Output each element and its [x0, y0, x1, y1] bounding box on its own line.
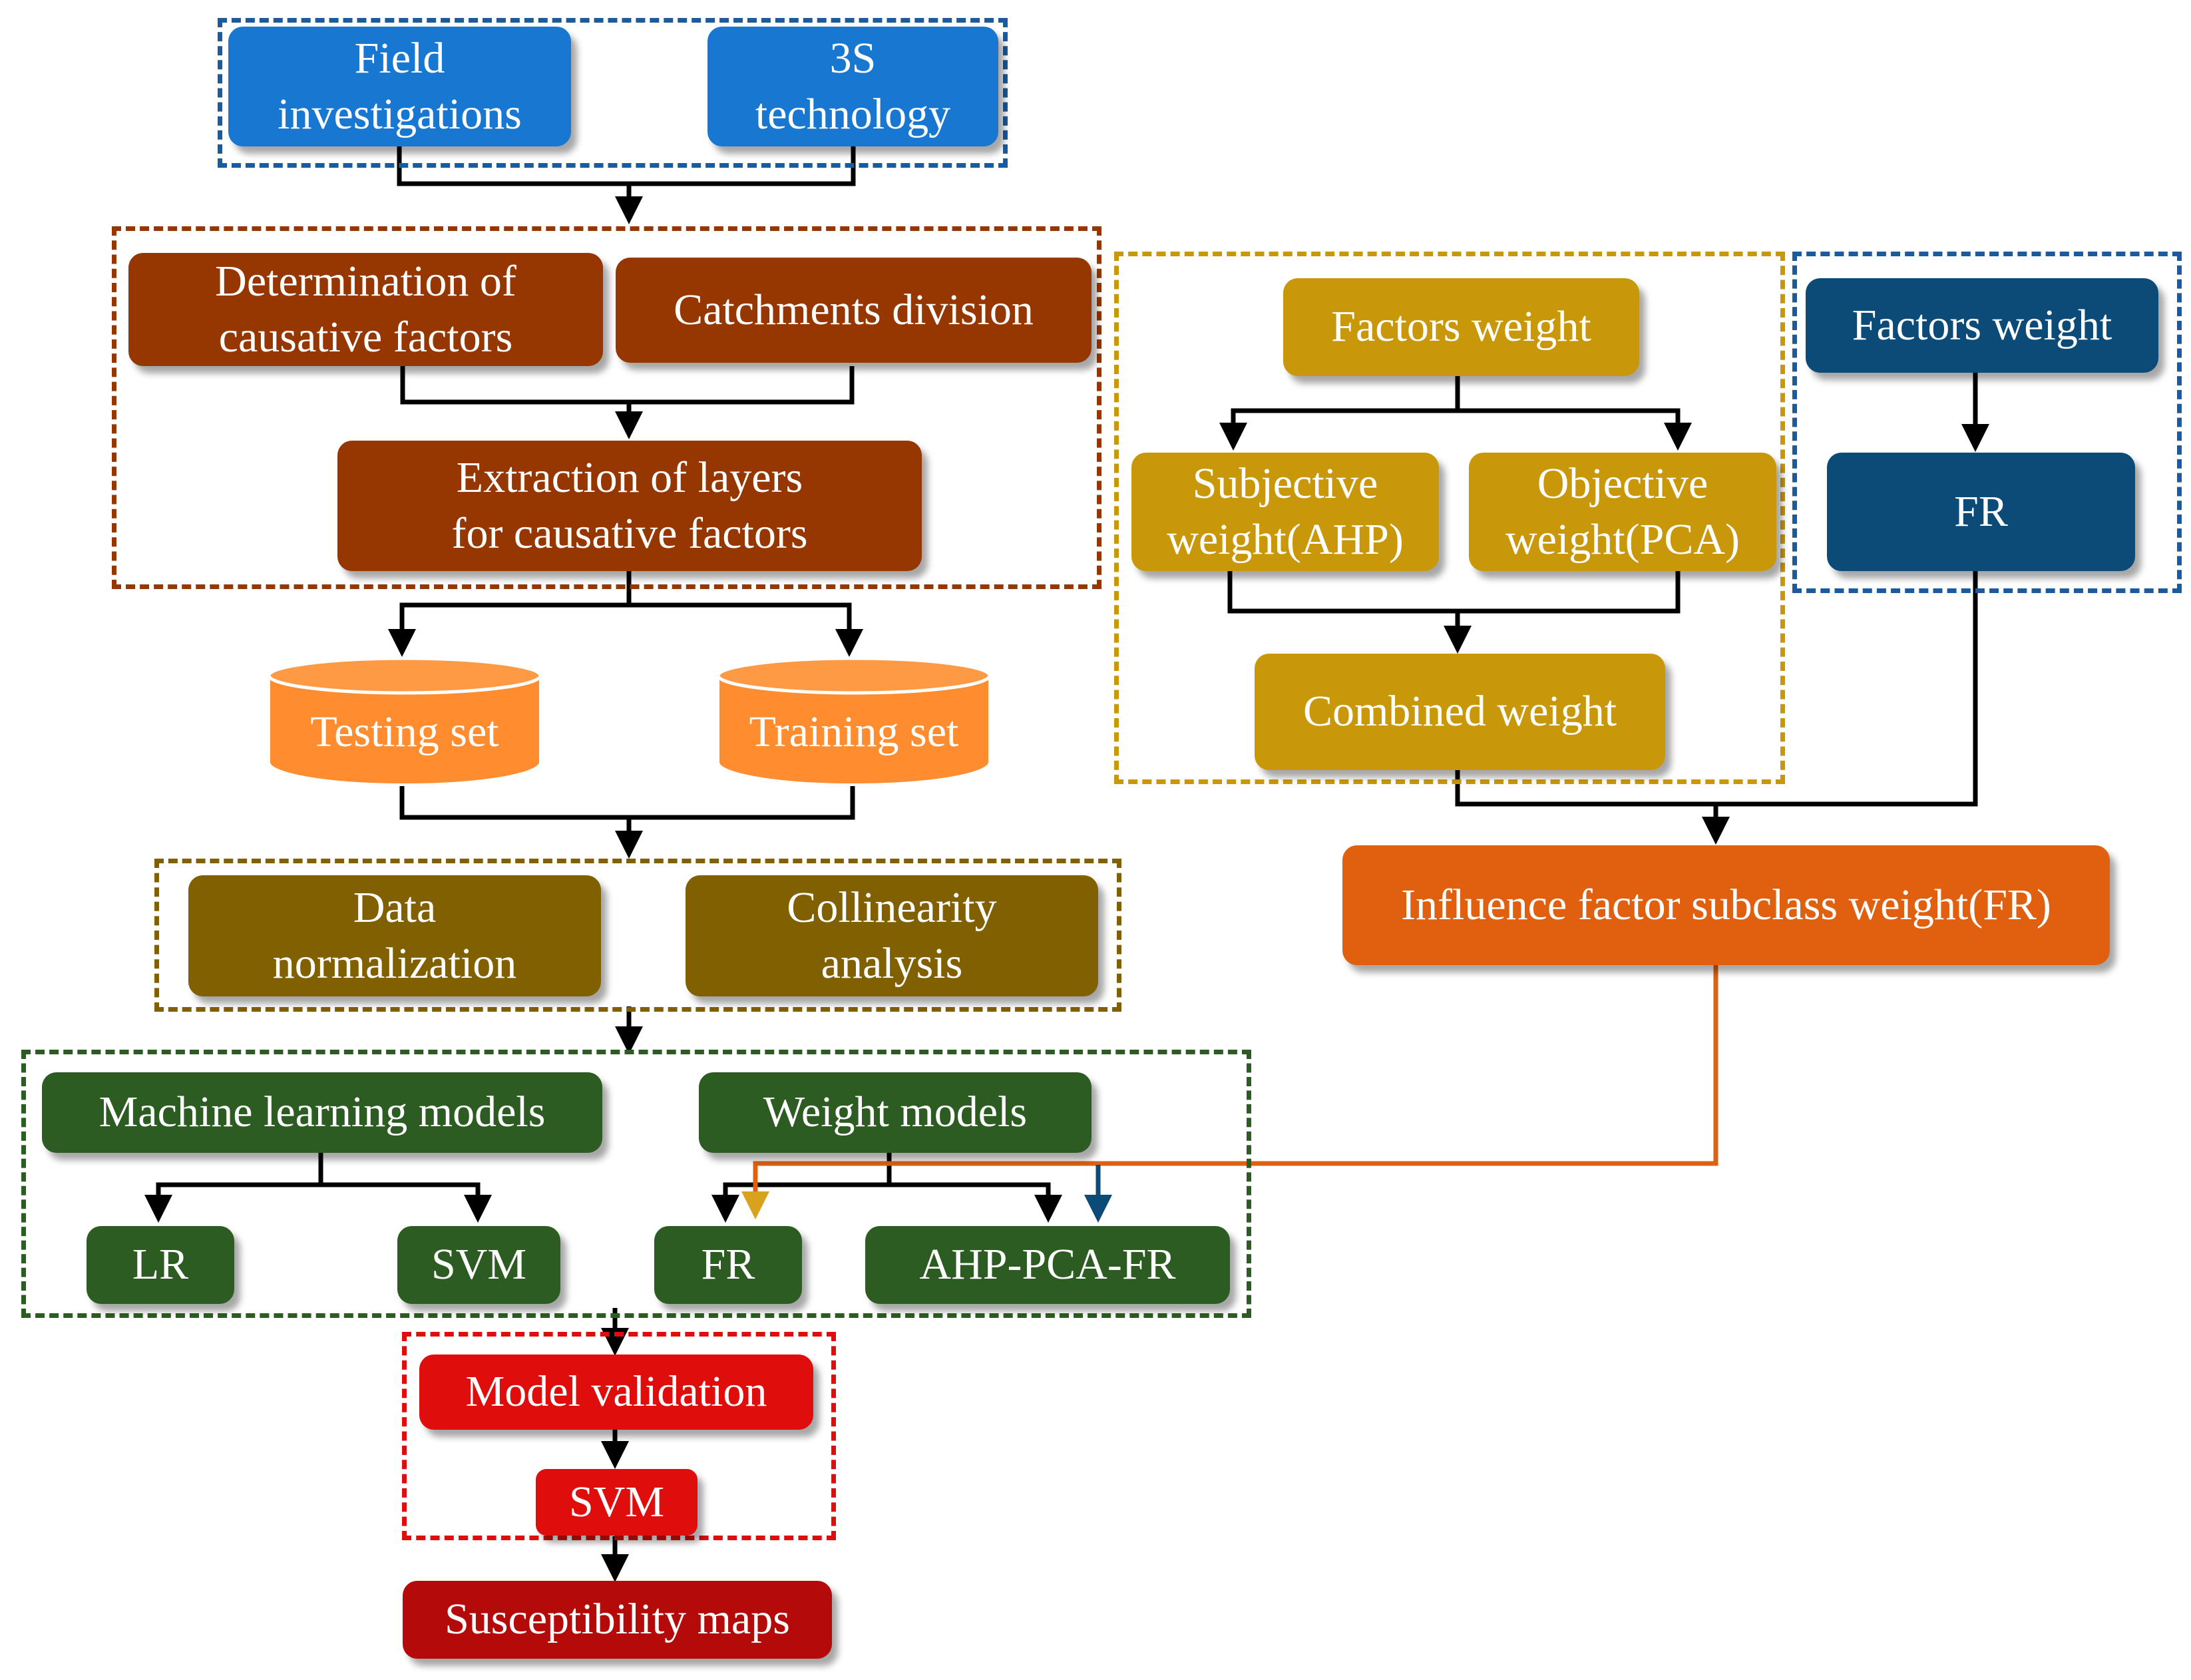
- node-machine-learning-models: Machine learning models: [42, 1072, 602, 1153]
- node-ahp-pca-fr-label: AHP-PCA-FR: [919, 1240, 1176, 1289]
- node-model-validation-label: Model validation: [465, 1367, 767, 1416]
- node-extraction-layers: Extraction of layers for causative factor…: [337, 441, 922, 571]
- training-set-cylinder: [716, 656, 992, 786]
- node-data-normalization: Data normalization: [188, 875, 601, 996]
- connector-weights-merge: [1227, 571, 1681, 614]
- node-lr: LR: [87, 1226, 234, 1304]
- testing-set-cylinder: [267, 656, 542, 786]
- node-3s-technology-line1: 3S: [829, 33, 877, 83]
- node-influence-factor-weight: Influence factor subclass weight(FR): [1342, 845, 2110, 965]
- node-catchments-division: Catchments division: [616, 258, 1092, 363]
- node-catchments-label: Catchments division: [674, 285, 1034, 334]
- node-fr-navy-label: FR: [1954, 487, 2008, 536]
- node-collinearity-line2: analysis: [821, 939, 963, 988]
- node-ahp-pca-fr: AHP-PCA-FR: [865, 1226, 1230, 1304]
- node-combined-label: Combined weight: [1302, 687, 1617, 736]
- connector-extraction-split-right: [629, 602, 863, 657]
- node-field-investigations: Field investigations: [228, 27, 571, 146]
- node-svm-model: SVM: [397, 1226, 560, 1304]
- node-collinearity-analysis: Collinearity analysis: [686, 875, 1098, 996]
- node-lr-label: LR: [132, 1240, 189, 1289]
- node-extraction-line2: for causative factors: [451, 509, 808, 558]
- node-fr-model: FR: [654, 1226, 802, 1304]
- node-influence-label: Influence factor subclass weight(FR): [1401, 880, 2051, 929]
- node-determination-line2: causative factors: [218, 313, 513, 361]
- connector-factors-split-right: [1458, 408, 1692, 451]
- node-weight-models-label: Weight models: [763, 1088, 1028, 1137]
- connector-ml-split-right: [321, 1182, 492, 1223]
- node-field-investigations-line1: Field: [354, 33, 445, 83]
- node-data-normalization-line2: normalization: [272, 939, 517, 988]
- node-determination-factors: Determination of causative factors: [128, 253, 603, 366]
- group-preprocessing: [154, 859, 1121, 1012]
- node-svm-best-label: SVM: [568, 1477, 665, 1526]
- node-combined-weight: Combined weight: [1255, 654, 1665, 770]
- connector-influence-to-fr: [741, 965, 1718, 1219]
- node-determination-line1: Determination of: [215, 256, 516, 306]
- connector-weight-split-right: [889, 1182, 1062, 1223]
- node-3s-technology-line2: technology: [755, 90, 951, 138]
- node-objective-line2: weight(PCA): [1505, 515, 1740, 564]
- connector-ml-split: [144, 1153, 323, 1223]
- node-subjective-line1: Subjective: [1192, 459, 1378, 508]
- group-causative-factors: [112, 226, 1101, 589]
- node-factors-weight-navy: Factors weight: [1806, 278, 2158, 373]
- group-data-sources: [218, 18, 1008, 168]
- node-collinearity-line1: Collinearity: [787, 883, 997, 932]
- node-fr-navy: FR: [1827, 453, 2135, 571]
- node-factors-weight-navy-label: Factors weight: [1852, 300, 2112, 349]
- node-field-investigations-line2: investigations: [278, 90, 522, 138]
- node-3s-technology: 3S technology: [707, 27, 998, 146]
- node-weight-models: Weight models: [699, 1072, 1092, 1153]
- group-models: [21, 1050, 1251, 1318]
- group-fr-weight: [1792, 252, 2182, 593]
- node-factors-weight-gold: Factors weight: [1283, 278, 1639, 376]
- node-extraction-line1: Extraction of layers: [456, 453, 803, 502]
- node-objective-weight: Objective weight(PCA): [1469, 453, 1776, 571]
- node-susceptibility-maps: Susceptibility maps: [403, 1581, 832, 1659]
- connector-factors-split: [1219, 376, 1460, 451]
- group-validation: [402, 1332, 836, 1540]
- node-data-normalization-line1: Data: [353, 883, 437, 932]
- node-ml-models-label: Machine learning models: [99, 1088, 546, 1137]
- connector-weight-split: [711, 1153, 892, 1223]
- node-svm-best: SVM: [536, 1469, 697, 1536]
- node-subjective-weight: Subjective weight(AHP): [1131, 453, 1439, 571]
- node-svm-model-label: SVM: [431, 1240, 527, 1289]
- node-objective-line1: Objective: [1537, 459, 1708, 508]
- node-fr-model-label: FR: [701, 1240, 755, 1289]
- node-factors-weight-gold-label: Factors weight: [1331, 302, 1591, 351]
- node-susceptibility-label: Susceptibility maps: [445, 1595, 790, 1644]
- node-model-validation: Model validation: [419, 1355, 813, 1430]
- group-combined-weight: [1114, 252, 1785, 784]
- node-subjective-line2: weight(AHP): [1167, 515, 1404, 564]
- testing-set-label: Testing set: [310, 708, 499, 756]
- training-set-label: Training set: [749, 708, 959, 756]
